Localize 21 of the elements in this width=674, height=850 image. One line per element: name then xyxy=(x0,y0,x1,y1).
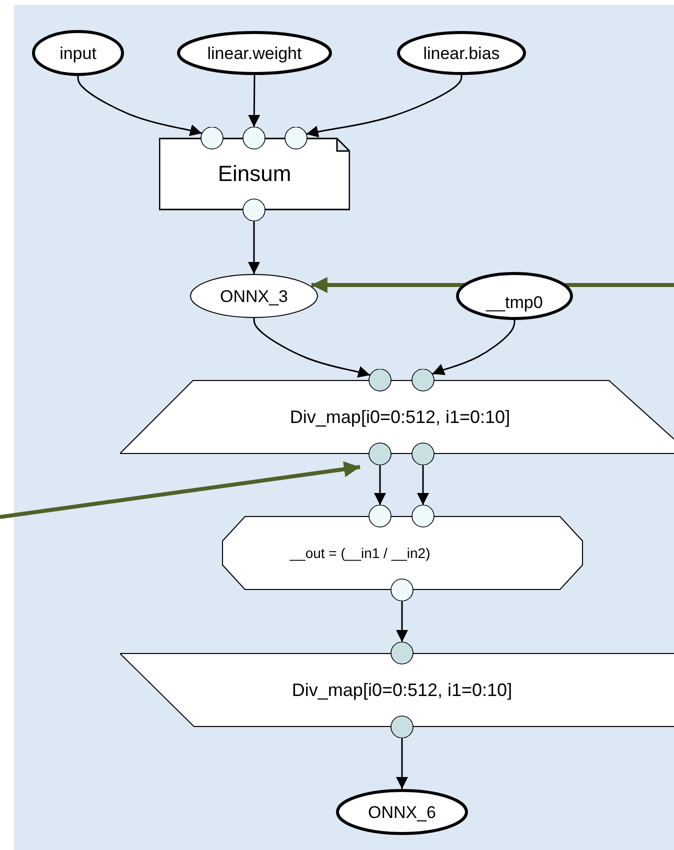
arrow xyxy=(396,738,408,789)
arrow xyxy=(396,601,408,642)
arrow xyxy=(248,221,260,274)
node-label: Einsum xyxy=(218,163,292,185)
node-label: Div_map[i0=0:512, i1=0:10] xyxy=(290,408,510,426)
arrow xyxy=(248,75,260,127)
node-label: linear.weight xyxy=(207,44,302,62)
node-label: input xyxy=(60,44,96,62)
arrow xyxy=(417,465,429,505)
node-label: ONNX_3 xyxy=(220,288,288,304)
arrow xyxy=(77,76,202,136)
arrow xyxy=(253,318,370,378)
node-label: __tmp0 xyxy=(486,294,543,310)
node-label: linear.bias xyxy=(423,44,500,62)
node-label: Div_map[i0=0:512, i1=0:10] xyxy=(292,681,512,699)
arrow xyxy=(306,75,462,138)
node-label: ONNX_6 xyxy=(368,804,436,820)
arrow xyxy=(432,320,516,376)
arrow xyxy=(374,465,386,505)
node-label: __out = (__in1 / __in2) xyxy=(290,546,430,560)
pointer-arrow xyxy=(0,461,360,519)
